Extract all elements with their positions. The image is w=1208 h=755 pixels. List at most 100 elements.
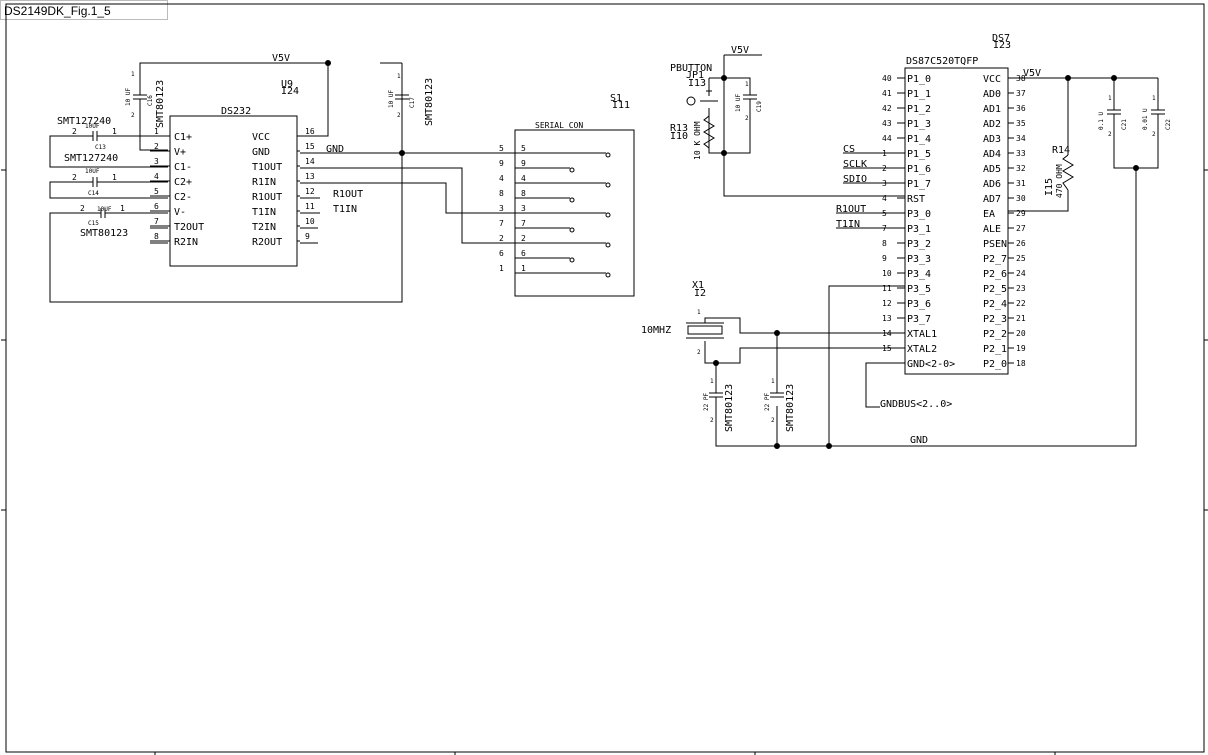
pin-name: P2_7 (983, 254, 1007, 265)
junction-dot (1065, 75, 1071, 81)
pin-name: PSEN (983, 239, 1007, 250)
pin-name: P1_2 (907, 104, 931, 115)
pin-number: 42 (882, 104, 892, 113)
cap-ref: C17 (409, 97, 416, 108)
connector-pin-label: 9 (521, 159, 526, 168)
pin-name: P2_4 (983, 299, 1007, 310)
pin-name: R2OUT (252, 237, 282, 248)
pin-name: GND (252, 147, 270, 158)
capacitor-c19: 1 2 10 UF C19 (735, 81, 763, 122)
connector-pin-num: 7 (499, 219, 504, 228)
junction-dot (1133, 165, 1139, 171)
pin-num: 1 (112, 173, 117, 182)
junction-dot (325, 60, 331, 66)
capacitor-22pf-2: 1 2 22 PF SMT80123 (764, 378, 796, 432)
pin-number: 10 (305, 217, 315, 226)
connector-name: SERIAL_CON (535, 121, 583, 130)
pin-number: 7 (154, 217, 159, 226)
connector-ref: S1 (610, 93, 622, 104)
net-r1out-mcu: R1OUT (836, 204, 866, 215)
pin-name: P3_1 (907, 224, 931, 235)
pushbutton-jp1[interactable]: PBUTTON JP1 I13 (670, 63, 712, 106)
pin-num: 1 (745, 81, 749, 88)
connector-pin-label: 2 (521, 234, 526, 243)
pin-number: 24 (1016, 269, 1026, 278)
pin-number: 40 (882, 74, 892, 83)
cap-value: 10 UF (735, 94, 742, 112)
resistor-ref: R13 (670, 123, 688, 134)
connector-pin-num: 8 (499, 189, 504, 198)
resistor-ref: R14 (1052, 145, 1070, 156)
connector-pin-label: 1 (521, 264, 526, 273)
pin-number: 43 (882, 119, 892, 128)
pin-name: P2_2 (983, 329, 1007, 340)
pin-number: 8 (154, 232, 159, 241)
pin-number: 16 (305, 127, 315, 136)
pin-name: P3_6 (907, 299, 931, 310)
pin-num: 2 (72, 173, 77, 182)
pin-number: 38 (1016, 74, 1026, 83)
connector-contact (569, 227, 575, 233)
sheet-tab[interactable]: DS2149DK_Fig.1_5 (0, 0, 168, 20)
pin-name: P1_6 (907, 164, 931, 175)
pin-name: R1OUT (252, 192, 282, 203)
pin-num: 2 (1152, 131, 1156, 138)
net-cs: CS (843, 144, 855, 155)
pin-number: 9 (305, 232, 310, 241)
connector-contact (569, 197, 575, 203)
pin-num: 1 (697, 309, 701, 316)
crystal-x1: X1 I2 10MHZ 1 2 (641, 280, 724, 356)
pin-name: R2IN (174, 237, 198, 248)
pin-number: 34 (1016, 134, 1026, 143)
cap-value: 0.1 U (1098, 112, 1105, 130)
connector-contact (605, 242, 611, 248)
capacitor-c13: 2 1 10UF C13 SMT127240 (57, 116, 120, 151)
pin-num: 2 (72, 127, 77, 136)
resistor-r14: R14 I15 470 OHM (1044, 145, 1074, 198)
pin-number: 13 (305, 172, 315, 181)
pin-number: 4 (154, 172, 159, 181)
net-sclk: SCLK (843, 159, 867, 170)
resistor-value: 10 K OHM (693, 121, 702, 160)
pin-name: AD6 (983, 179, 1001, 190)
connector-pin-num: 3 (499, 204, 504, 213)
pin-number: 31 (1016, 179, 1026, 188)
pin-name: XTAL2 (907, 344, 937, 355)
mcu-wiring (700, 54, 1159, 447)
pin-name: P3_7 (907, 314, 931, 325)
pin-name: AD2 (983, 119, 1001, 130)
pin-number: 3 (882, 179, 887, 188)
cap-value: 0.01 U (1142, 108, 1149, 130)
sheet-title: DS2149DK_Fig.1_5 (4, 4, 111, 18)
pin-number: 25 (1016, 254, 1026, 263)
pin-name: P3_3 (907, 254, 931, 265)
capacitor-22pf-1: 1 2 22 PF SMT80123 (703, 378, 735, 432)
capacitor-c14: 2 1 10UF C14 SMT127240 (64, 153, 120, 197)
pin-number: 8 (882, 239, 887, 248)
cap-part: SMT80123 (424, 78, 435, 126)
connector-pin-num: 2 (499, 234, 504, 243)
connector-pin-num: 6 (499, 249, 504, 258)
pin-num: 1 (131, 71, 135, 78)
pin-number: 23 (1016, 284, 1026, 293)
junction-dot (721, 150, 727, 156)
pin-number: 12 (882, 299, 892, 308)
pin-number: 12 (305, 187, 315, 196)
ds232-chip[interactable]: DS232 U9 I24 1C1+2V+3C1-4C2+5C2-6V-7T2OU… (150, 79, 315, 267)
pin-number: 20 (1016, 329, 1026, 338)
pin-name: C2- (174, 192, 192, 203)
pin-name: P2_5 (983, 284, 1007, 295)
pin-name: AD3 (983, 134, 1001, 145)
cap-part: SMT80123 (80, 228, 128, 239)
button-ref: JP1 (686, 70, 704, 81)
pin-num: 1 (710, 378, 714, 385)
connector-pin-num: 1 (499, 264, 504, 273)
pin-number: 41 (882, 89, 892, 98)
pin-num: 1 (112, 127, 117, 136)
resistor-r13: R13 I10 10 K OHM (670, 115, 715, 160)
connector-contact (569, 167, 575, 173)
cap-value: 10 UF (125, 88, 132, 106)
